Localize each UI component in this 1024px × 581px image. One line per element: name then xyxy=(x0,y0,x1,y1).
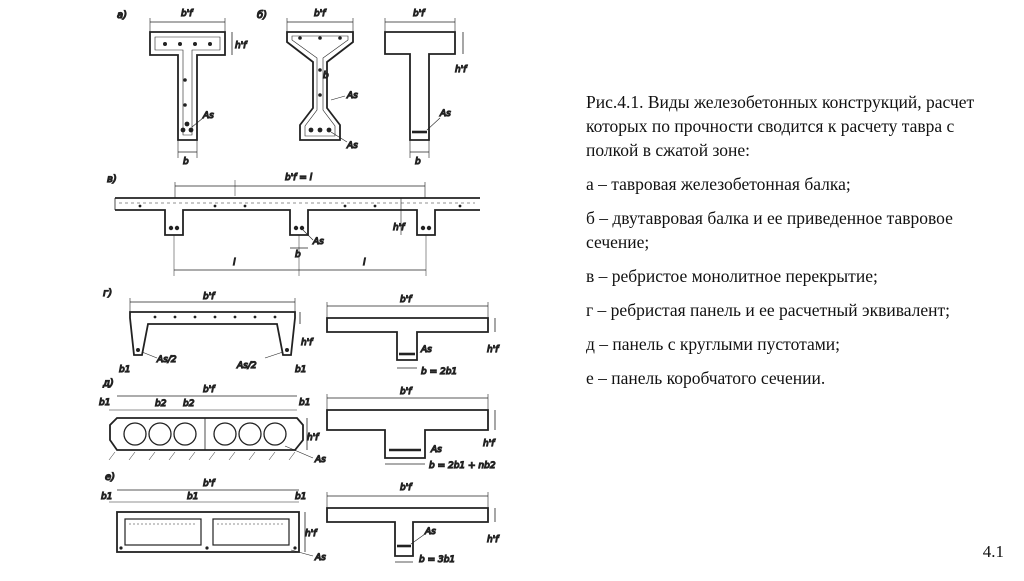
caption-item-v: в – ребристое монолитное перекрытие; xyxy=(586,266,878,286)
panel-v-as-label: As xyxy=(312,237,324,247)
panel-g2-as-label: As xyxy=(420,345,432,355)
panel-e2-hf-label: h'f xyxy=(487,535,500,545)
panel-v-l2-label: l xyxy=(363,258,366,268)
panel-e-as-label: As xyxy=(314,553,326,563)
panel-b-b-label: b xyxy=(323,71,329,81)
panel-b2-bf-label: b'f xyxy=(413,9,426,19)
panel-d-b1-left-label: b1 xyxy=(99,398,110,408)
panel-d-b2-label-1: b2 xyxy=(155,399,167,409)
caption-item-d: д – панель с круглыми пустотами; xyxy=(586,334,841,354)
panel-e-b1-mid-label: b1 xyxy=(187,492,198,502)
panel-d2-b-label: b = 2b1 + nb2 xyxy=(429,461,496,471)
panel-g2-b-label: b = 2b1 xyxy=(421,367,457,377)
panel-a-bf-label: b'f xyxy=(181,9,194,19)
panel-a-letter: а) xyxy=(117,10,127,21)
caption-title: Рис.4.1. Виды железобетонных конструкций… xyxy=(586,92,975,160)
panel-a-hf-label: h'f xyxy=(235,41,248,51)
panel-b-as-top-label: As xyxy=(346,91,358,101)
panel-d-letter: д) xyxy=(102,378,114,389)
panel-g-as2-left-label: As/2 xyxy=(156,355,177,365)
panel-v-letter: в) xyxy=(107,174,117,185)
panel-e2-as-label: As xyxy=(424,527,436,537)
section-drawings-svg: а) b'f h'f As b б) xyxy=(98,8,500,565)
panel-d2-as-label: As xyxy=(430,445,442,455)
panel-v-l1-label: l xyxy=(233,258,236,268)
section-drawings-figure: а) b'f h'f As b б) xyxy=(95,0,525,576)
panel-d2-hf-label: h'f xyxy=(483,439,496,449)
panel-e-box-panel: е) b'f b1 b1 b1 h'f As b'f xyxy=(100,471,500,565)
panel-e-bf-label: b'f xyxy=(203,479,216,489)
caption-item-e: е – панель коробчатого сечении. xyxy=(586,368,826,388)
panel-e2-bf-label: b'f xyxy=(400,483,413,493)
panel-a-tee-beam: а) b'f h'f As b xyxy=(116,8,248,167)
panel-b-as-bottom-label: As xyxy=(346,141,358,151)
figure-caption: Рис.4.1. Виды железобетонных конструкций… xyxy=(586,90,986,400)
panel-b2-hf-label: h'f xyxy=(455,65,468,75)
panel-d-bf-label: b'f xyxy=(203,385,216,395)
panel-v-bf-label: b'f = l xyxy=(285,173,313,183)
panel-d-b2-label-2: b2 xyxy=(183,399,195,409)
panel-b2-b-label: b xyxy=(415,157,421,167)
panel-d-hollow-core: д) b'f b1 b2 b2 b1 h'f As xyxy=(98,377,496,471)
panel-g-as2-right-label: As/2 xyxy=(236,361,257,371)
caption-item-a: а – тавровая железобетонная балка; xyxy=(586,174,851,194)
panel-g2-bf-label: b'f xyxy=(400,295,413,305)
panel-b-i-beam: б) b'f b As As xyxy=(256,8,358,151)
caption-item-b: б – двутавровая балка и ее приведенное т… xyxy=(586,208,953,252)
panel-e-hf-label: h'f xyxy=(305,529,318,539)
slide-number: 4.1 xyxy=(982,542,1004,561)
panel-a-b-label: b xyxy=(183,157,189,167)
panel-v-b-label: b xyxy=(295,250,301,260)
panel-a-as-label: As xyxy=(202,111,214,121)
panel-v-ribbed-slab: в) b'f = l h'f As b l xyxy=(106,172,480,276)
panel-g2-hf-label: h'f xyxy=(487,345,500,355)
panel-d-hf-label: h'f xyxy=(307,433,320,443)
panel-v-hf-label: h'f xyxy=(393,223,406,233)
panel-g-bf-label: b'f xyxy=(203,292,216,302)
panel-g-hf-label: h'f xyxy=(301,338,314,348)
panel-b-letter: б) xyxy=(257,9,267,21)
panel-d2-bf-label: b'f xyxy=(400,387,413,397)
panel-e2-b-label: b = 3b1 xyxy=(419,555,455,565)
panel-e-b1-right-label: b1 xyxy=(295,492,306,502)
panel-b2-as-label: As xyxy=(439,109,451,119)
panel-g-b1-left-label: b1 xyxy=(119,365,130,375)
panel-d-as-label: As xyxy=(314,455,326,465)
panel-b-equivalent-tee: b'f h'f As b xyxy=(384,8,469,168)
panel-g-b1-right-label: b1 xyxy=(295,365,306,375)
panel-e-letter: е) xyxy=(105,472,115,483)
caption-item-g: г – ребристая панель и ее расчетный экви… xyxy=(586,300,951,320)
panel-g-letter: г) xyxy=(103,288,112,299)
panel-e-b1-left-label: b1 xyxy=(101,492,112,502)
panel-d-b1-right-label: b1 xyxy=(299,398,310,408)
panel-b-bf-label: b'f xyxy=(314,9,327,19)
panel-g-ribbed-panel: г) b'f h'f As/2 As/2 b1 b1 b'f As xyxy=(102,287,500,377)
